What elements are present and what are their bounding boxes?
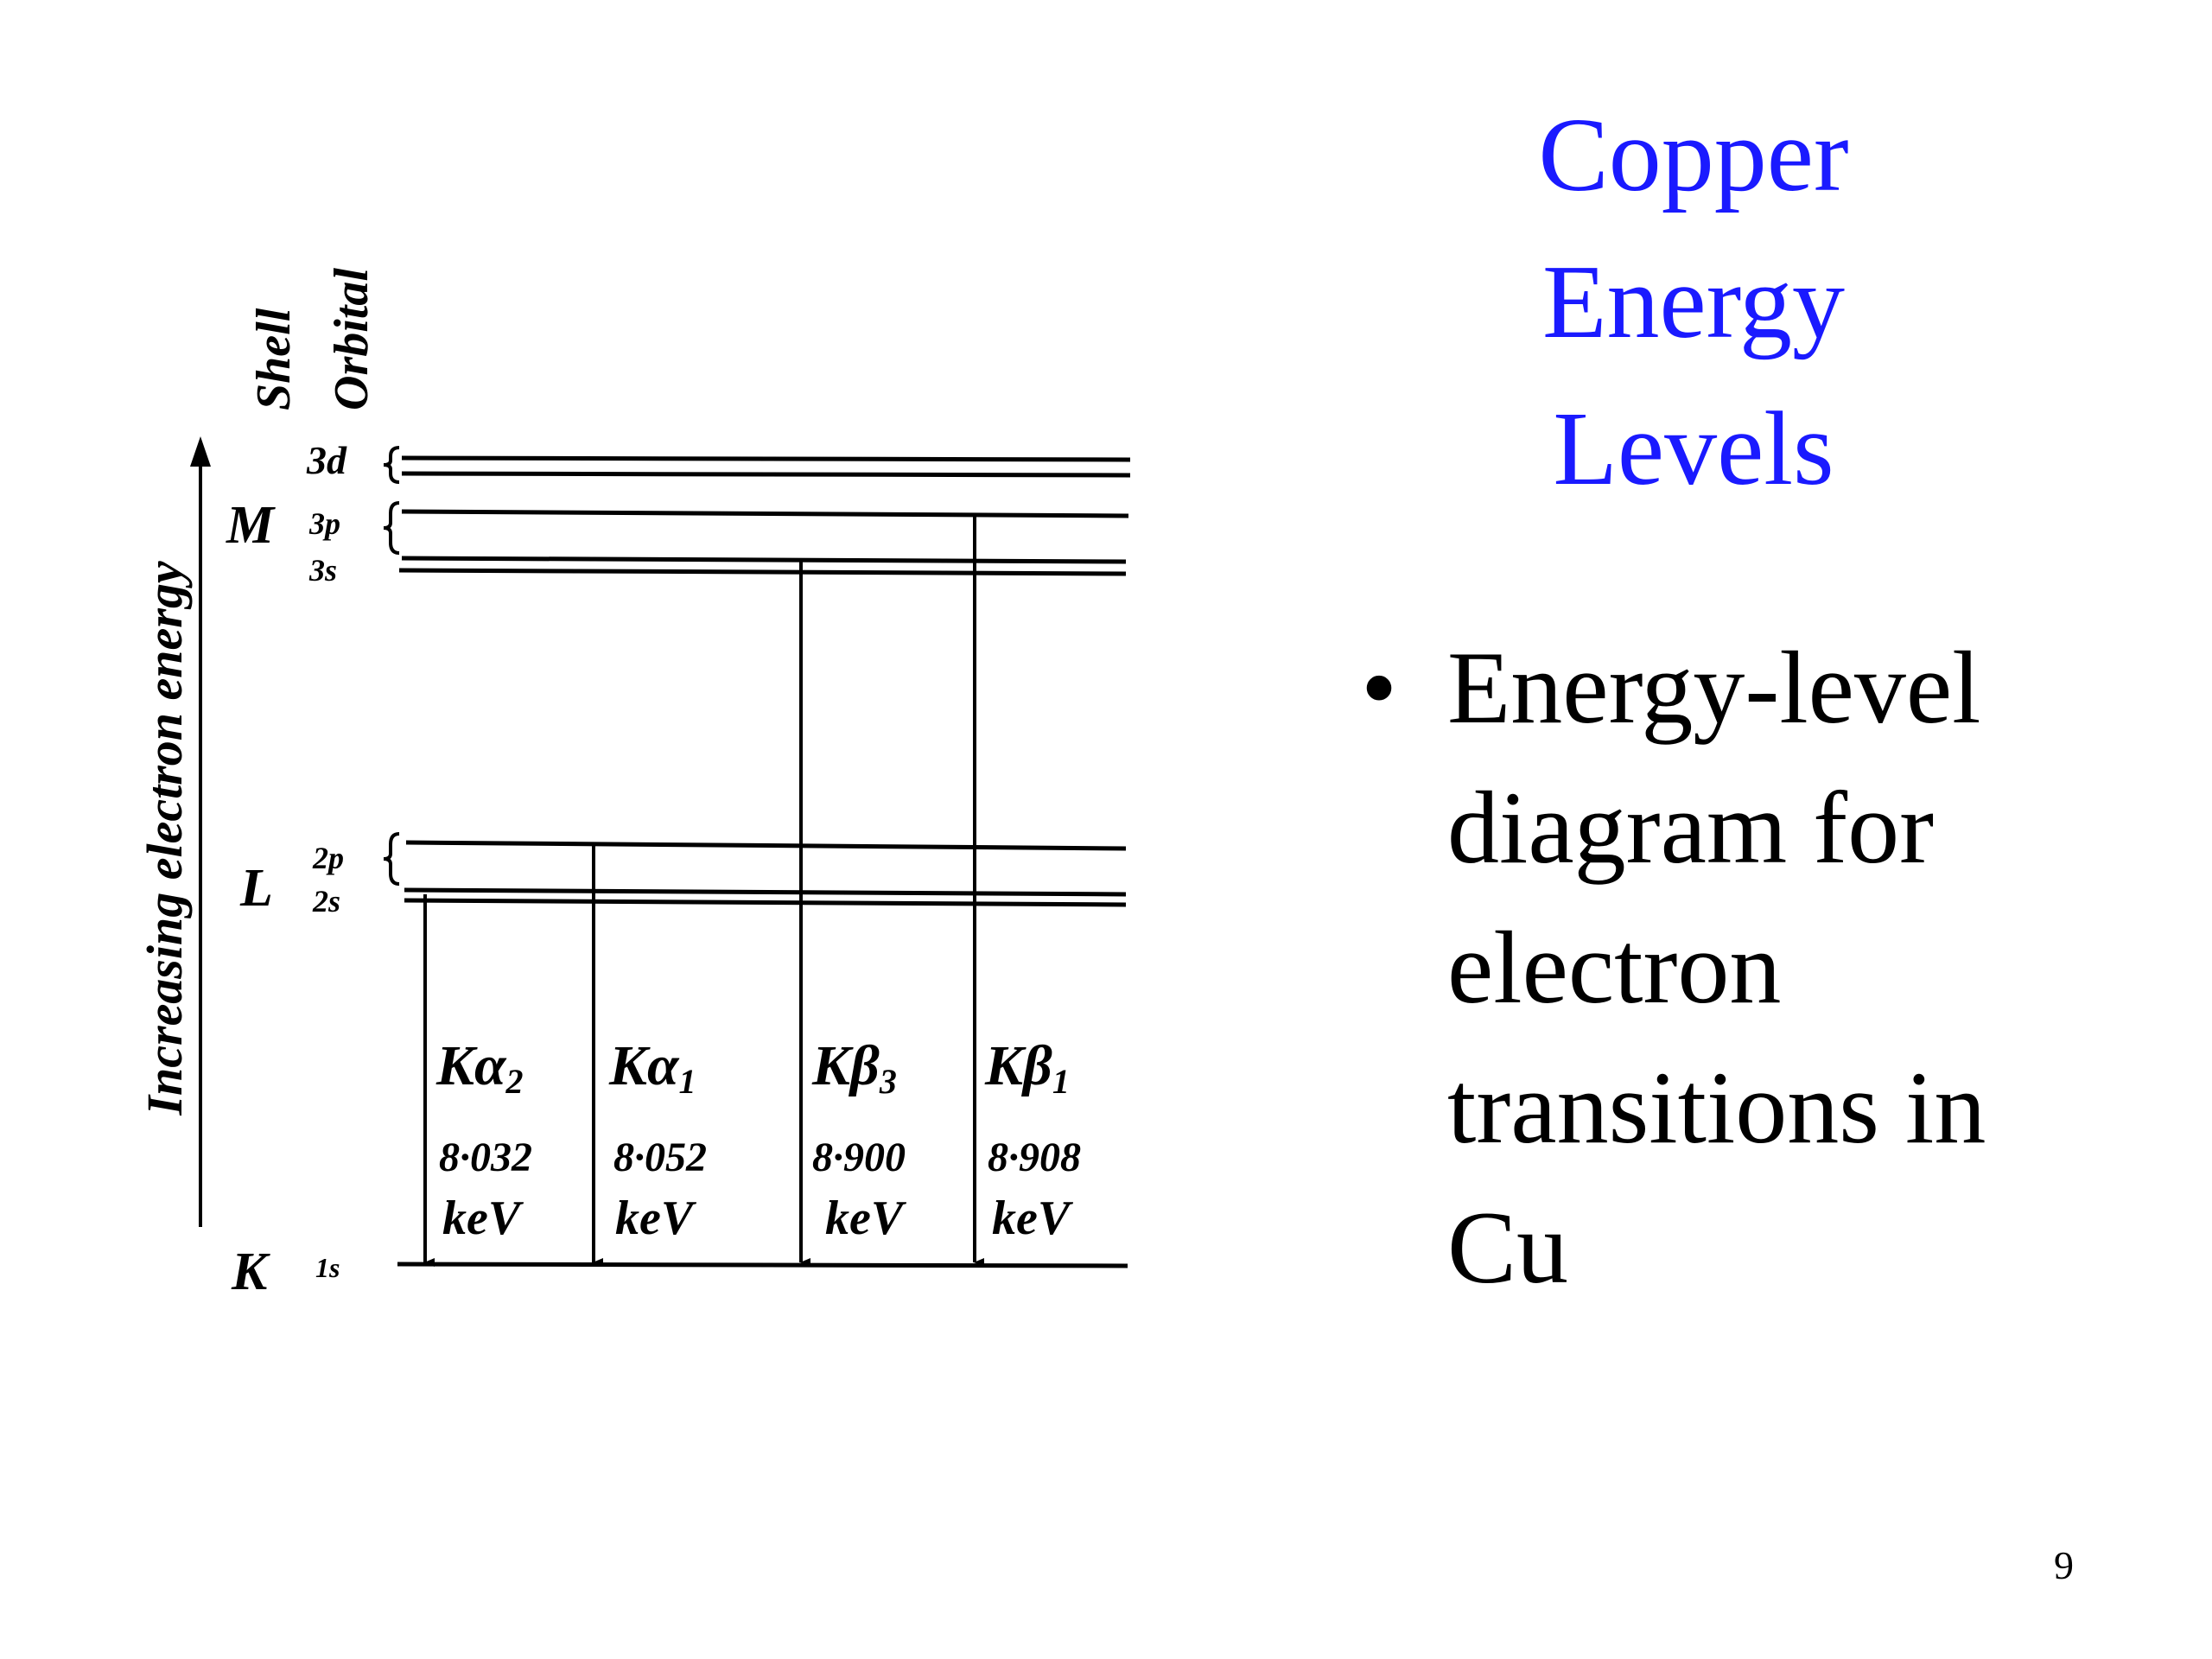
bullet-line: diagram for: [1447, 770, 1935, 885]
energy-level-diagram: Increasing electron energy Shell Orbital…: [137, 268, 1131, 1301]
transition-energy-kb1: 8·908: [988, 1135, 1081, 1180]
bullet-line: Cu: [1447, 1190, 1569, 1305]
bullet-line: transitions in: [1447, 1050, 1986, 1165]
transition-name-kb3: Kβ3: [811, 1034, 897, 1101]
bullet-dot-icon: •: [1361, 630, 1398, 745]
transition-energy-ka2: 8·032: [439, 1135, 532, 1180]
transition-unit-ka2: keV: [442, 1192, 524, 1245]
transition-name-ka1: Kα1: [608, 1034, 696, 1101]
bullet-list: • Energy-level diagram for electron tran…: [1361, 618, 2156, 1318]
orbital-label-3s: 3s: [308, 553, 337, 588]
shell-label-m: M: [226, 496, 276, 555]
transition-unit-ka1: keV: [615, 1192, 697, 1245]
transition-energy-kb3: 8·900: [812, 1135, 906, 1180]
transition-unit-kb1: keV: [992, 1192, 1074, 1245]
slide-title: Copper Energy Levels: [1348, 82, 2039, 523]
energy-axis-arrowhead: [190, 436, 211, 467]
energy-axis-label: Increasing electron energy: [137, 561, 193, 1116]
level-line-3d-upper: [401, 455, 1131, 462]
orbital-label-3p: 3p: [308, 506, 340, 541]
transition-name-kb1: Kβ1: [984, 1034, 1070, 1101]
level-line-3s-lower: [398, 568, 1127, 576]
level-lines: [397, 455, 1131, 1268]
level-line-3d-lower: [401, 471, 1131, 478]
orbital-label-1s: 1s: [315, 1252, 340, 1283]
brace-3p: [383, 501, 400, 555]
transition-energy-ka1: 8·052: [613, 1135, 707, 1180]
shell-header: Shell: [247, 308, 301, 410]
bullet-line: electron: [1447, 910, 1782, 1025]
orbital-label-2p: 2p: [312, 841, 344, 875]
title-line: Levels: [1553, 391, 1834, 507]
level-line-3p: [401, 509, 1129, 518]
level-line-3s-upper: [401, 556, 1127, 564]
shell-label-l: L: [239, 859, 273, 918]
level-line-2p: [405, 840, 1127, 851]
bullet-line: Energy-level: [1447, 630, 1981, 745]
title-line: Energy: [1541, 244, 1846, 360]
level-line-2s-upper: [404, 887, 1127, 897]
level-line-1s: [397, 1262, 1128, 1268]
orbital-label-2s: 2s: [312, 884, 340, 918]
title-line: Copper: [1538, 97, 1849, 213]
orbital-header: Orbital: [325, 268, 378, 410]
page-number: 9: [2054, 1543, 2074, 1587]
shell-label-k: K: [231, 1243, 270, 1301]
brace-3d: [383, 446, 400, 484]
brace-2p: [383, 832, 400, 886]
transition-unit-kb3: keV: [825, 1192, 907, 1245]
orbital-label-3d: 3d: [306, 438, 347, 482]
level-line-2s-lower: [404, 898, 1127, 907]
transition-name-ka2: Kα2: [435, 1034, 524, 1101]
bullet-item: • Energy-level diagram for electron tran…: [1361, 618, 2156, 1318]
